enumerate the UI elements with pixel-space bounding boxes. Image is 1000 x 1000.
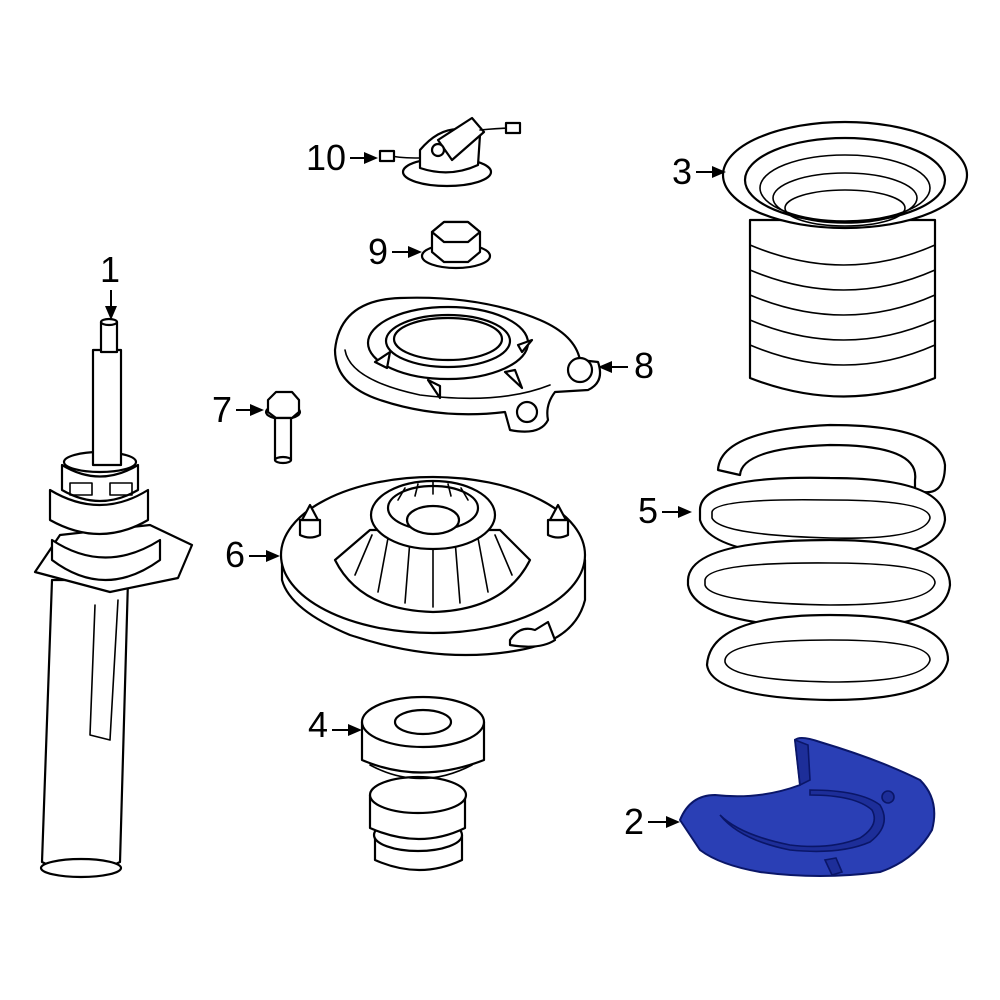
- callout-10: 10: [306, 137, 378, 178]
- callout-4: 4: [308, 704, 362, 745]
- callout-5: 5: [638, 490, 692, 531]
- part-3-dust-boot[interactable]: [721, 120, 969, 398]
- callout-4-label: 4: [308, 704, 328, 745]
- part-9-nut[interactable]: [420, 220, 492, 270]
- callout-6-label: 6: [225, 534, 245, 575]
- callout-9: 9: [368, 231, 422, 272]
- part-4-bump-stop[interactable]: [360, 695, 486, 872]
- callout-3: 3: [672, 151, 726, 192]
- part-6-strut-mount[interactable]: [279, 475, 587, 657]
- callout-7-label: 7: [212, 389, 232, 430]
- part-10-sensor[interactable]: [378, 116, 522, 188]
- callout-5-label: 5: [638, 490, 658, 531]
- callout-1-label: 1: [100, 249, 120, 290]
- callout-10-label: 10: [306, 137, 346, 178]
- callout-3-label: 3: [672, 151, 692, 192]
- callout-7: 7: [212, 389, 264, 430]
- callout-8-label: 8: [634, 345, 654, 386]
- callout-1: 1: [100, 249, 120, 320]
- callout-8: 8: [598, 345, 654, 386]
- part-5-coil-spring[interactable]: [686, 423, 952, 702]
- part-1-strut-assembly[interactable]: [33, 317, 194, 879]
- part-8-mount-plate[interactable]: [333, 296, 602, 433]
- callout-6: 6: [225, 534, 280, 575]
- part-2-spring-isolator[interactable]: [679, 736, 936, 877]
- part-7-bolt[interactable]: [264, 390, 302, 465]
- callout-9-label: 9: [368, 231, 388, 272]
- callout-2: 2: [624, 801, 680, 842]
- callout-2-label: 2: [624, 801, 644, 842]
